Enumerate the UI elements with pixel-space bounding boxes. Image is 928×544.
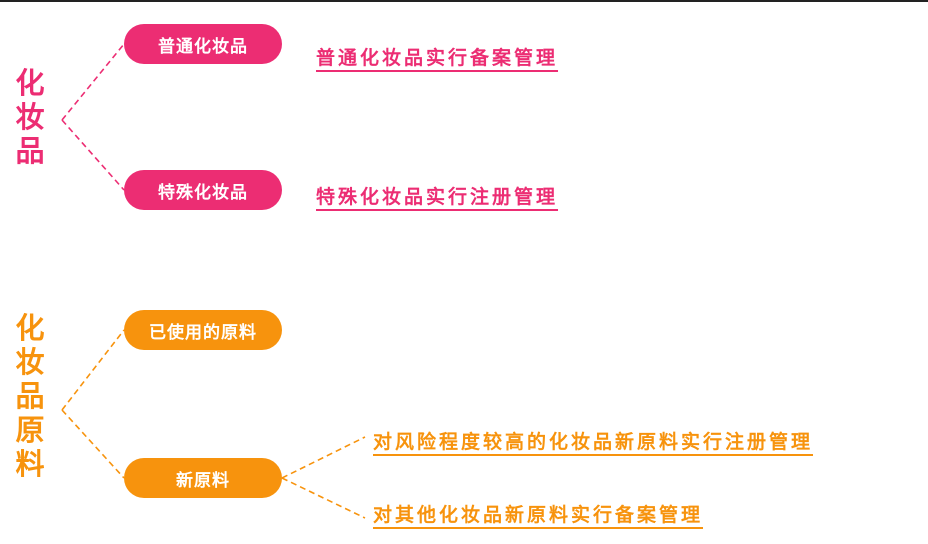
new-materials-high-risk-note: 对风险程度较高的化妆品新原料实行注册管理 (373, 431, 814, 453)
connector-materials-new (61, 409, 125, 479)
connector-new-other (281, 477, 366, 519)
raw-materials-title-char: 妆 (15, 345, 45, 379)
connector-materials-used (61, 329, 125, 411)
raw-materials-title-char: 料 (15, 447, 45, 481)
cosmetics-title-char: 品 (15, 134, 45, 168)
general-cosmetics-note: 普通化妆品实行备案管理 (316, 47, 559, 69)
raw-materials-title-char: 原 (15, 413, 45, 447)
new-materials-node: 新原料 (124, 458, 282, 498)
raw-materials-title: 化 妆 品 原 料 (13, 311, 47, 481)
cosmetics-title: 化 妆 品 (13, 66, 47, 168)
connector-cosmetics-general (61, 43, 125, 121)
raw-materials-title-char: 化 (15, 311, 45, 345)
connector-cosmetics-special (61, 119, 125, 191)
top-border (0, 0, 928, 2)
raw-materials-title-char: 品 (15, 379, 45, 413)
new-materials-other-note: 对其他化妆品新原料实行备案管理 (373, 504, 704, 526)
connector-new-high-risk (281, 436, 366, 479)
used-materials-node: 已使用的原料 (124, 310, 282, 350)
cosmetics-title-char: 化 (15, 66, 45, 100)
general-cosmetics-node: 普通化妆品 (124, 24, 282, 64)
special-cosmetics-note: 特殊化妆品实行注册管理 (316, 186, 559, 208)
special-cosmetics-node: 特殊化妆品 (124, 170, 282, 210)
cosmetics-title-char: 妆 (15, 100, 45, 134)
